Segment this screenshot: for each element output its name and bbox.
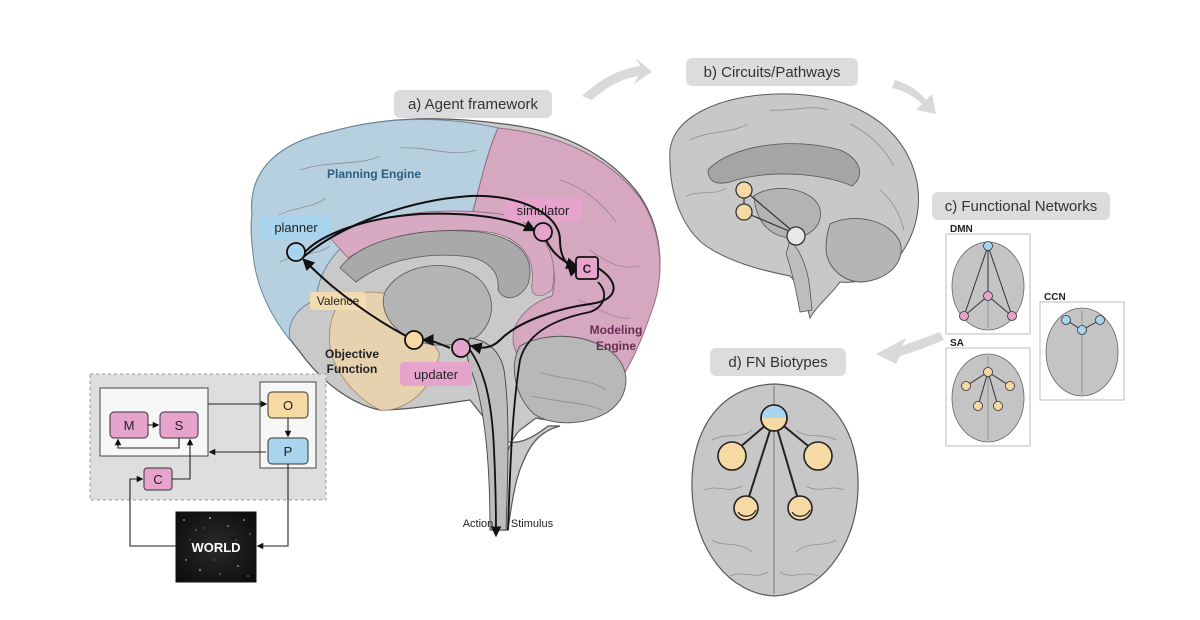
schematic-diagram: M S O P C: [89, 373, 327, 583]
dmn-label: DMN: [950, 224, 973, 235]
circuits-gyri: [685, 107, 905, 231]
objective-function-label-1: Objective: [325, 347, 379, 361]
planning-engine-label: Planning Engine: [327, 167, 421, 181]
schematic-o-label: O: [283, 398, 293, 413]
panel-d-title: d) FN Biotypes: [728, 354, 827, 371]
thalamus: [382, 265, 492, 346]
updater-node: [451, 338, 471, 358]
panel-c-label: c) Functional Networks: [932, 192, 1110, 220]
schematic-s: S: [159, 411, 199, 439]
sa-label: SA: [950, 338, 964, 349]
schematic-p: P: [267, 437, 309, 465]
arrow-c-to-d: [876, 332, 944, 364]
circuits-brain: [669, 93, 920, 320]
simulator-label: simulator: [517, 203, 570, 218]
biotypes-gyri: [703, 429, 845, 577]
schematic-s-label: S: [175, 418, 184, 433]
path-action-down: [469, 349, 502, 538]
simulator-node: [533, 222, 553, 242]
schematic-m: M: [109, 411, 149, 439]
modeling-engine-label-1: Modeling: [590, 323, 643, 337]
world-stars: [183, 517, 251, 577]
agent-flow-paths: [299, 194, 615, 538]
schematic-o: O: [267, 391, 309, 419]
path-objective-to-planner: [302, 258, 407, 337]
arrow-a-to-b: [582, 58, 652, 100]
c-node: C: [575, 256, 599, 280]
circuits-callosum: [707, 143, 861, 187]
schematic-c: C: [143, 467, 173, 491]
stimulus-label: Stimulus: [511, 518, 554, 530]
circuit-node-subcortical: [786, 226, 806, 246]
schematic-p-label: P: [284, 444, 293, 459]
world-box: WORLD: [175, 511, 257, 583]
ventricle: [339, 230, 531, 298]
planner-node: [286, 242, 306, 262]
valence-tag: Valence: [310, 292, 366, 310]
ccn-network: CCN: [1039, 292, 1125, 401]
objective-node: [404, 330, 424, 350]
path-planner-loop-c: [299, 194, 581, 277]
cerebellum: [513, 335, 627, 424]
panel-c-title: c) Functional Networks: [945, 198, 1098, 215]
biotypes-brain: [691, 383, 859, 597]
planner-label: planner: [274, 220, 318, 235]
schematic-arrows: [114, 400, 292, 550]
ccn-label: CCN: [1044, 292, 1066, 303]
arrow-b-to-c: [892, 80, 936, 114]
circuit-node-upper: [735, 181, 753, 199]
world-label: WORLD: [191, 540, 240, 555]
circuits-thalamus: [753, 188, 821, 239]
path-simulator-to-c: [545, 239, 579, 270]
circuits-cerebellum: [825, 217, 902, 283]
dmn-network: DMN: [945, 224, 1031, 335]
path-planner-to-simulator: [304, 212, 537, 253]
panel-a-label: a) Agent framework: [394, 90, 552, 118]
path-stimulus-up: [507, 281, 605, 531]
sa-network: SA: [945, 338, 1031, 447]
action-label: Action: [463, 518, 494, 530]
panel-b-label: b) Circuits/Pathways: [686, 58, 858, 86]
circuit-node-lower: [735, 203, 753, 221]
panel-a-title: a) Agent framework: [408, 96, 539, 113]
biotype-hub: [760, 404, 788, 432]
c-node-label: C: [583, 262, 592, 276]
biotype-node-left: [717, 441, 747, 471]
path-c-to-updater: [469, 267, 615, 355]
schematic-c-label: C: [153, 472, 162, 487]
biotypes-outline: [691, 383, 859, 597]
biotype-node-right: [803, 441, 833, 471]
objective-function-label-2: Function: [327, 362, 378, 376]
panel-b-title: b) Circuits/Pathways: [704, 64, 841, 81]
valence-label: Valence: [317, 294, 360, 308]
updater-tag: updater: [400, 362, 472, 386]
modeling-engine-label-2: Engine: [596, 339, 636, 353]
brainstem: [466, 337, 509, 531]
flow-arrows: [582, 58, 944, 364]
schematic-m-label: M: [124, 418, 135, 433]
gyri-lines: [269, 147, 641, 411]
updater-label: updater: [414, 367, 459, 382]
circuits-brainstem: [785, 239, 813, 313]
planner-tag: planner: [260, 215, 332, 239]
panel-d-label: d) FN Biotypes: [710, 348, 846, 376]
path-updater-to-objective: [421, 334, 451, 349]
